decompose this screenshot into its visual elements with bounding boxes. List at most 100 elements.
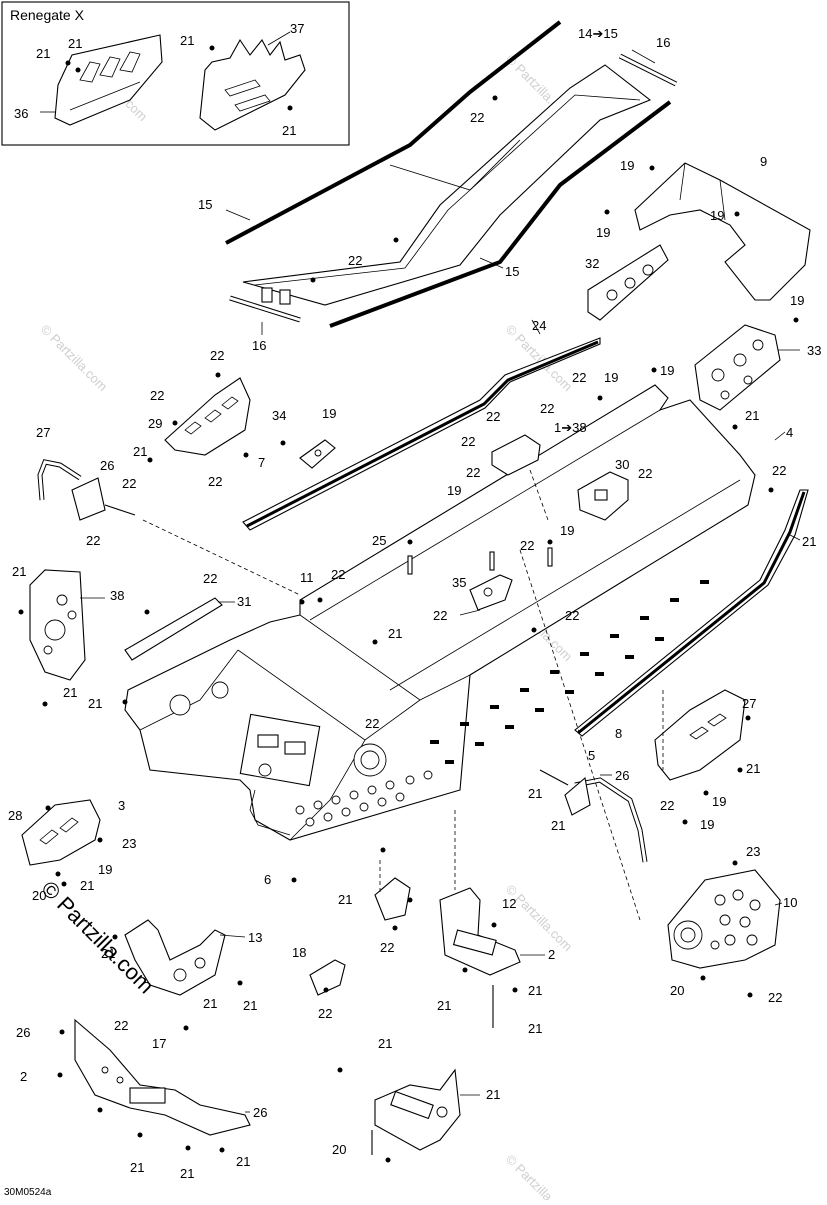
callout-label: 22 [380,940,394,955]
callout-label: 16 [252,338,266,353]
callout-label: 30 [615,457,629,472]
callout-label: 24 [532,318,546,333]
callout-label: 22 [466,465,480,480]
callout-label: 21 [101,946,115,961]
callout-label: 22 [572,370,586,385]
callout-label: 22 [203,571,217,586]
callout-label: 27 [742,696,756,711]
callout-label: 35 [452,575,466,590]
drawing-code: 30M0524a [4,1187,52,1198]
part-14-tunnel-top [242,64,652,306]
callout-label: 19 [447,483,461,498]
callout-label: 20 [32,888,46,903]
callout-label: 22 [520,538,534,553]
callout-label: 21 [802,534,816,549]
callout-label: 21 [12,564,26,579]
callout-label: 22 [208,474,222,489]
part-15-rail-strip [225,20,672,328]
callout-label: 15 [505,264,519,279]
part-16-end-strip [229,53,678,323]
callout-label: 33 [807,343,821,358]
part-28-bracket [21,799,101,866]
fasteners [18,95,799,1163]
callout-label: 19 [712,794,726,809]
callout-label: 18 [292,945,306,960]
leader-lines [80,49,801,1113]
callout-label: 19 [790,293,804,308]
callout-label: 22 [565,608,579,623]
part-7-bracket [164,377,251,456]
callout-label: 23 [122,836,136,851]
callout-label: 19 [560,523,574,538]
callout-label: 21 [63,685,77,700]
part-5-handle [539,769,648,863]
callout-label: 3 [118,798,125,813]
part-32-plate [587,244,669,321]
part-4-handle [37,459,136,521]
callout-label: 21 [551,818,565,833]
callout-label: 22 [486,409,500,424]
callout-label: 22 [768,990,782,1005]
callout-label: 22 [638,466,652,481]
callout-label: 21 [68,36,82,51]
callout-label: 26 [615,768,629,783]
callout-label: 22 [365,716,379,731]
part-8-bracket [654,689,746,781]
inset-title: Renegate X [10,7,85,23]
part-17-bracket [371,1068,461,1155]
part-37-bracket [199,38,306,131]
callout-label: 21 [746,761,760,776]
part-29-bracket [491,434,541,476]
callout-label: 19 [596,225,610,240]
callout-label: 19 [604,370,618,385]
part-36-bracket [54,34,163,126]
inset-renegate-x: Renegate X [1,1,350,146]
part-25-side-rail [574,489,809,737]
callout-label: 16 [656,35,670,50]
callout-label: 34 [272,408,286,423]
callout-label: 12 [502,896,516,911]
callout-label: 22 [86,533,100,548]
callout-label: 26 [16,1025,30,1040]
part-10-bracket [124,919,226,996]
callout-label: 22 [540,401,554,416]
callout-label: 27 [36,425,50,440]
callout-label: 22 [772,463,786,478]
callout-label: 21 [528,1021,542,1036]
callout-label: 7 [258,455,265,470]
watermark: © Partzilla.com [503,1152,576,1200]
part-38-strip [124,597,223,661]
part-2-rail-bracket [74,1018,251,1136]
callout-label: 21 [437,998,451,1013]
callout-label: 22 [150,388,164,403]
callout-label: 29 [148,416,162,431]
callout-label: 21 [486,1087,500,1102]
callout-label: 26 [253,1105,267,1120]
part-11-plate [29,569,86,681]
inset-frame [1,1,350,146]
callout-label: 21 [80,878,94,893]
callout-label: 17 [152,1036,166,1051]
callout-label: 19 [700,817,714,832]
callout-label: 21 [528,786,542,801]
callout-label: 21 [388,626,402,641]
callout-label: 22 [348,253,362,268]
callout-label: 21 [36,46,50,61]
part-6-bracket [374,877,411,921]
callout-label: 14➔15 [578,26,618,41]
callout-label: 9 [760,154,767,169]
callout-label: 25 [372,533,386,548]
callout-label: 22 [331,567,345,582]
callout-label: 2 [548,947,555,962]
callout-label: 2 [20,1069,27,1084]
callout-label: 21 [133,444,147,459]
callout-label: 21 [236,1154,250,1169]
callout-label: 20 [332,1142,346,1157]
callout-label: 31 [237,594,251,609]
callout-label: 22 [470,110,484,125]
callout-label: 8 [615,726,622,741]
part-13-bracket [309,959,346,996]
callout-label: 21 [203,996,217,1011]
callout-label: 22 [114,1018,128,1033]
